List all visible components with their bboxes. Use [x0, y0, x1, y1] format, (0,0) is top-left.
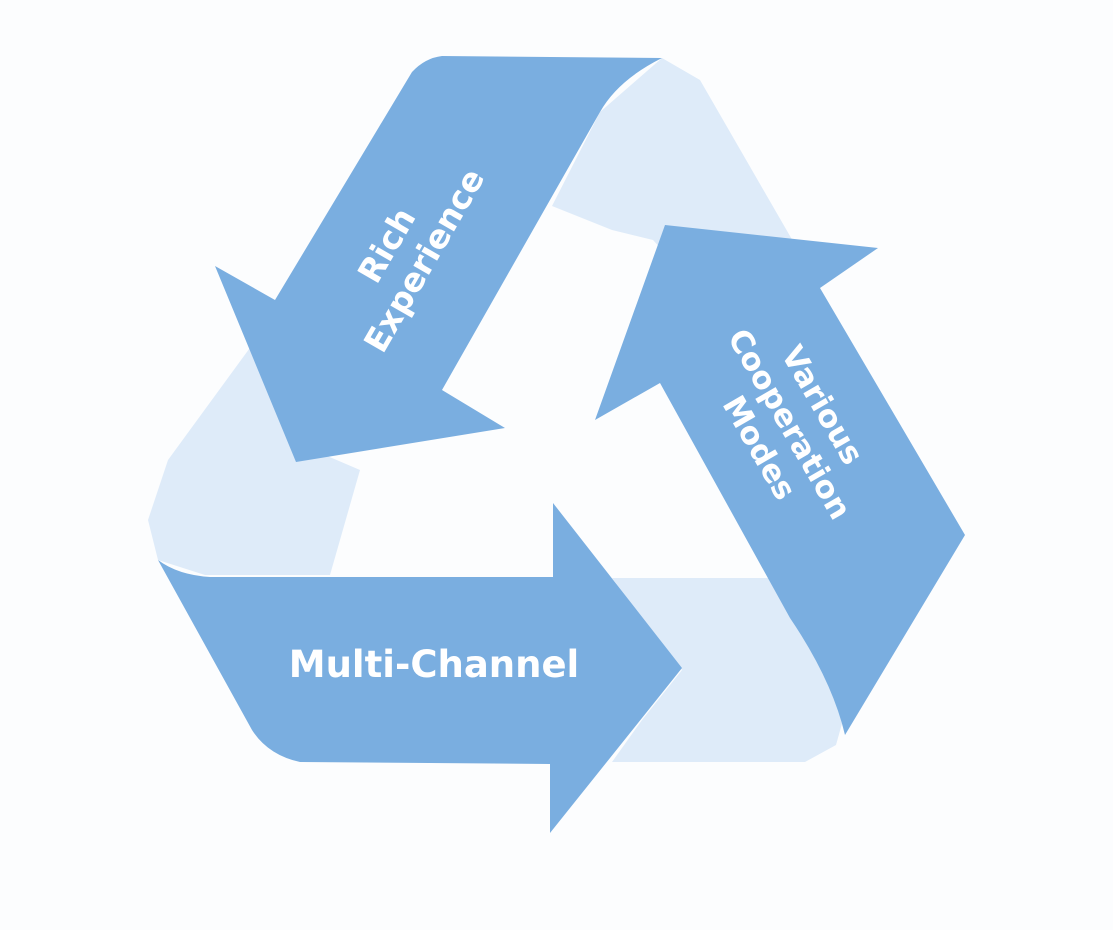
bottom-light-band	[612, 578, 848, 762]
multi-channel-arrow	[158, 503, 682, 833]
rich-experience-arrow	[215, 56, 662, 462]
multi-channel-label: Multi-Channel	[289, 643, 580, 686]
left-light-band	[148, 345, 360, 575]
various-cooperation-modes-arrow	[595, 225, 965, 735]
